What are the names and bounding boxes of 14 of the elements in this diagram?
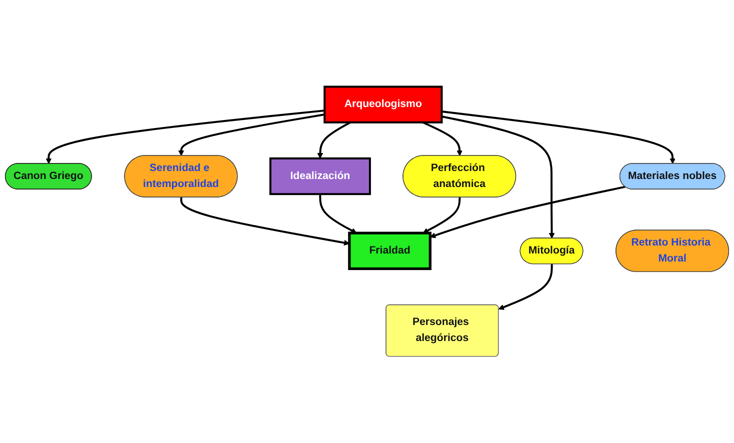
arrow	[317, 122, 351, 159]
arrow	[422, 122, 462, 156]
arrow	[498, 264, 553, 310]
arrow	[46, 110, 325, 164]
arrow	[430, 186, 626, 238]
node-box: Arqueologismo	[324, 86, 443, 124]
arrow	[442, 110, 676, 164]
arrow	[180, 197, 350, 246]
arrow	[422, 197, 461, 234]
arrow	[442, 116, 555, 239]
node-box: Frialdad	[348, 232, 432, 270]
arrow	[178, 114, 325, 156]
arrow	[319, 194, 357, 234]
node-box: Idealización	[269, 157, 371, 196]
